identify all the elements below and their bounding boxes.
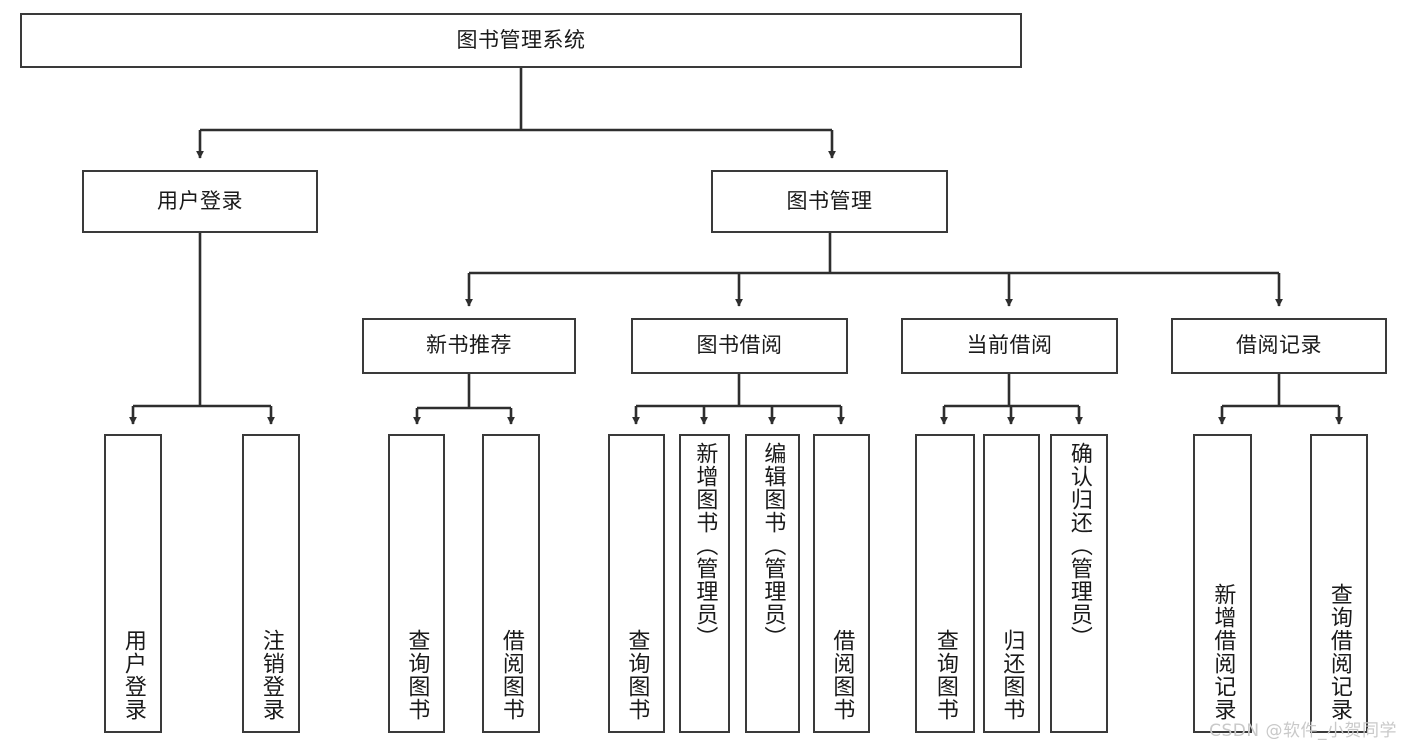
leaf-node[interactable]: 注销登录 [242, 434, 300, 733]
leaf-node-label: 查询图书 [932, 629, 958, 721]
leaf-node-label: 查询图书 [404, 629, 430, 721]
node-user-login[interactable]: 用户登录 [82, 170, 318, 233]
leaf-node-label: 借阅图书 [498, 629, 524, 721]
node-current-borrow[interactable]: 当前借阅 [901, 318, 1118, 374]
node-book-management-label: 图书管理 [786, 188, 873, 213]
edges-login-to-leaves [129, 233, 275, 425]
node-book-borrow[interactable]: 图书借阅 [631, 318, 848, 374]
node-book-borrow-label: 图书借阅 [696, 333, 783, 358]
node-new-book-recommend[interactable]: 新书推荐 [362, 318, 576, 374]
leaf-node-label: 查询借阅记录 [1326, 583, 1352, 721]
leaf-node-label: 编辑图书（管理员） [760, 442, 786, 649]
leaf-node-label: 归还图书 [999, 629, 1025, 721]
leaf-node[interactable]: 归还图书 [983, 434, 1040, 733]
node-book-management[interactable]: 图书管理 [711, 170, 948, 233]
node-current-borrow-label: 当前借阅 [966, 333, 1053, 358]
leaf-node-label: 用户登录 [120, 629, 146, 721]
node-borrow-records-label: 借阅记录 [1236, 333, 1322, 358]
edges-bookmgmt-to-level3 [465, 233, 1283, 307]
edges-borrow-to-leaves [632, 374, 845, 425]
leaf-node[interactable]: 借阅图书 [482, 434, 540, 733]
edges-newbook-to-leaves [413, 374, 515, 425]
leaf-node-label: 新增借阅记录 [1210, 583, 1236, 721]
leaf-node-label: 借阅图书 [829, 629, 855, 721]
node-user-login-label: 用户登录 [157, 188, 243, 213]
csdn-watermark: CSDN @软件_小贺同学 [1209, 721, 1397, 741]
edges-root-to-level2 [196, 68, 836, 159]
leaf-node[interactable]: 编辑图书（管理员） [745, 434, 800, 733]
leaf-node[interactable]: 查询图书 [915, 434, 975, 733]
leaf-node-label: 确认归还（管理员） [1066, 442, 1092, 649]
node-root-system[interactable]: 图书管理系统 [20, 13, 1022, 68]
leaf-node[interactable]: 查询图书 [608, 434, 665, 733]
leaf-node[interactable]: 用户登录 [104, 434, 162, 733]
node-borrow-records[interactable]: 借阅记录 [1171, 318, 1387, 374]
leaf-node[interactable]: 查询图书 [388, 434, 445, 733]
leaf-node[interactable]: 新增图书（管理员） [679, 434, 730, 733]
leaf-node[interactable]: 确认归还（管理员） [1050, 434, 1108, 733]
leaf-node[interactable]: 新增借阅记录 [1193, 434, 1252, 733]
edges-current-to-leaves [940, 374, 1083, 425]
leaf-node-label: 查询图书 [624, 629, 650, 721]
node-new-book-recommend-label: 新书推荐 [426, 333, 512, 358]
edges-records-to-leaves [1218, 374, 1343, 425]
leaf-node-label: 新增图书（管理员） [692, 442, 718, 649]
node-root-label: 图书管理系统 [456, 27, 586, 52]
leaf-node[interactable]: 查询借阅记录 [1310, 434, 1368, 733]
leaf-node[interactable]: 借阅图书 [813, 434, 870, 733]
leaf-node-label: 注销登录 [258, 629, 284, 721]
